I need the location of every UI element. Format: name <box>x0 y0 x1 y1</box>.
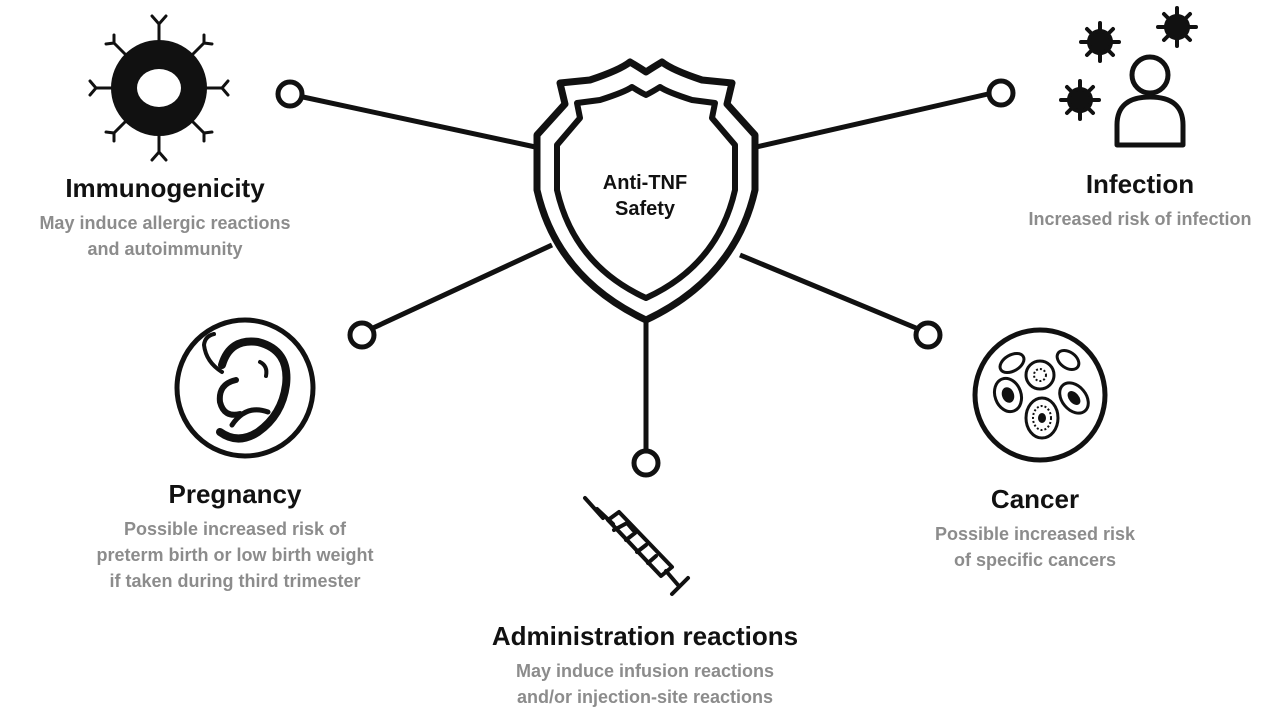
center-label-line2: Safety <box>614 198 676 220</box>
pregnancy-label: Pregnancy Possible increased risk of pre… <box>55 478 415 594</box>
cancer-label: Cancer Possible increased risk of specif… <box>900 483 1170 573</box>
node-immunogenicity <box>275 79 305 109</box>
center-label-line1: Anti-TNF <box>602 172 688 194</box>
connector-cancer <box>739 252 917 331</box>
connector-immunogenicity <box>302 94 541 151</box>
infection-desc: Increased risk of infection <box>995 206 1285 232</box>
administration-desc: May induce infusion reactions and/or inj… <box>440 658 850 710</box>
immunogenicity-label: Immunogenicity May induce allergic react… <box>5 172 325 262</box>
pregnancy-desc-line: if taken during third trimester <box>109 571 361 591</box>
center-label: Anti-TNF Safety <box>560 170 730 222</box>
syringe-icon <box>583 496 690 596</box>
administration-title: Administration reactions <box>491 621 799 651</box>
infection-desc-line: Increased risk of infection <box>1028 209 1252 229</box>
immunogenicity-desc-line: May induce allergic reactions <box>39 213 291 233</box>
administration-desc-line: and/or injection-site reactions <box>516 687 774 707</box>
shield-icon <box>533 58 759 324</box>
cancer-desc: Possible increased risk of specific canc… <box>900 521 1170 573</box>
pregnancy-title: Pregnancy <box>168 479 302 509</box>
immunogenicity-desc: May induce allergic reactions and autoim… <box>5 210 325 262</box>
immunogenicity-desc-line: and autoimmunity <box>87 239 243 259</box>
pregnancy-desc: Possible increased risk of preterm birth… <box>55 516 415 594</box>
infection-title: Infection <box>1085 169 1195 199</box>
fetus-icon <box>174 317 316 459</box>
virus-person-icon <box>1059 6 1198 148</box>
cancer-title: Cancer <box>990 484 1080 514</box>
cancer-desc-line: Possible increased risk <box>934 524 1136 544</box>
cancer-cells-icon <box>972 327 1108 463</box>
immunogenicity-title: Immunogenicity <box>65 173 265 203</box>
node-pregnancy <box>347 320 377 350</box>
connector-lines <box>302 91 989 450</box>
pregnancy-desc-line: preterm birth or low birth weight <box>96 545 374 565</box>
administration-desc-line: May induce infusion reactions <box>515 661 775 681</box>
cancer-desc-line: of specific cancers <box>953 550 1117 570</box>
administration-label: Administration reactions May induce infu… <box>440 620 850 710</box>
connector-infection <box>751 91 989 151</box>
connector-nodes <box>275 78 1016 478</box>
node-cancer <box>913 320 943 350</box>
connector-pregnancy <box>371 242 554 331</box>
node-infection <box>986 78 1016 108</box>
node-administration <box>631 448 661 478</box>
pregnancy-desc-line: Possible increased risk of <box>123 519 347 539</box>
antibody-cell-icon <box>88 14 230 162</box>
infection-label: Infection Increased risk of infection <box>995 168 1285 232</box>
